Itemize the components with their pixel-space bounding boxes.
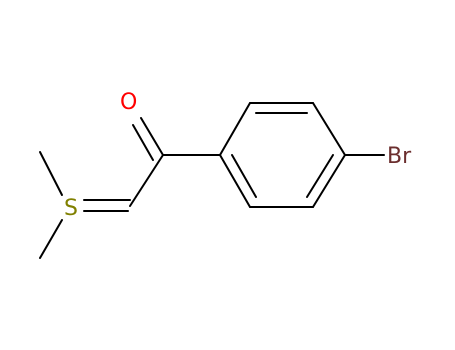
ring-inner-bond-left [231,154,257,198]
ring-inner-bond-right [306,154,334,198]
bond-carbonyl-double-a [140,117,164,156]
bromine-atom-label: Br [387,144,412,169]
bond-methyl-upper-s [39,151,63,196]
ring-bond-4 [312,154,346,208]
ring-bond-1 [219,102,251,156]
bond-carbonyl-double-b [132,124,154,161]
oxygen-atom-label: O [120,90,137,115]
sulfur-atom-label: S [64,196,78,221]
ring-bond-3 [312,102,346,156]
bond-methyl-lower-s [39,219,63,259]
bond-ch-carbonyl [129,154,164,207]
ring-bond-6 [219,154,251,208]
